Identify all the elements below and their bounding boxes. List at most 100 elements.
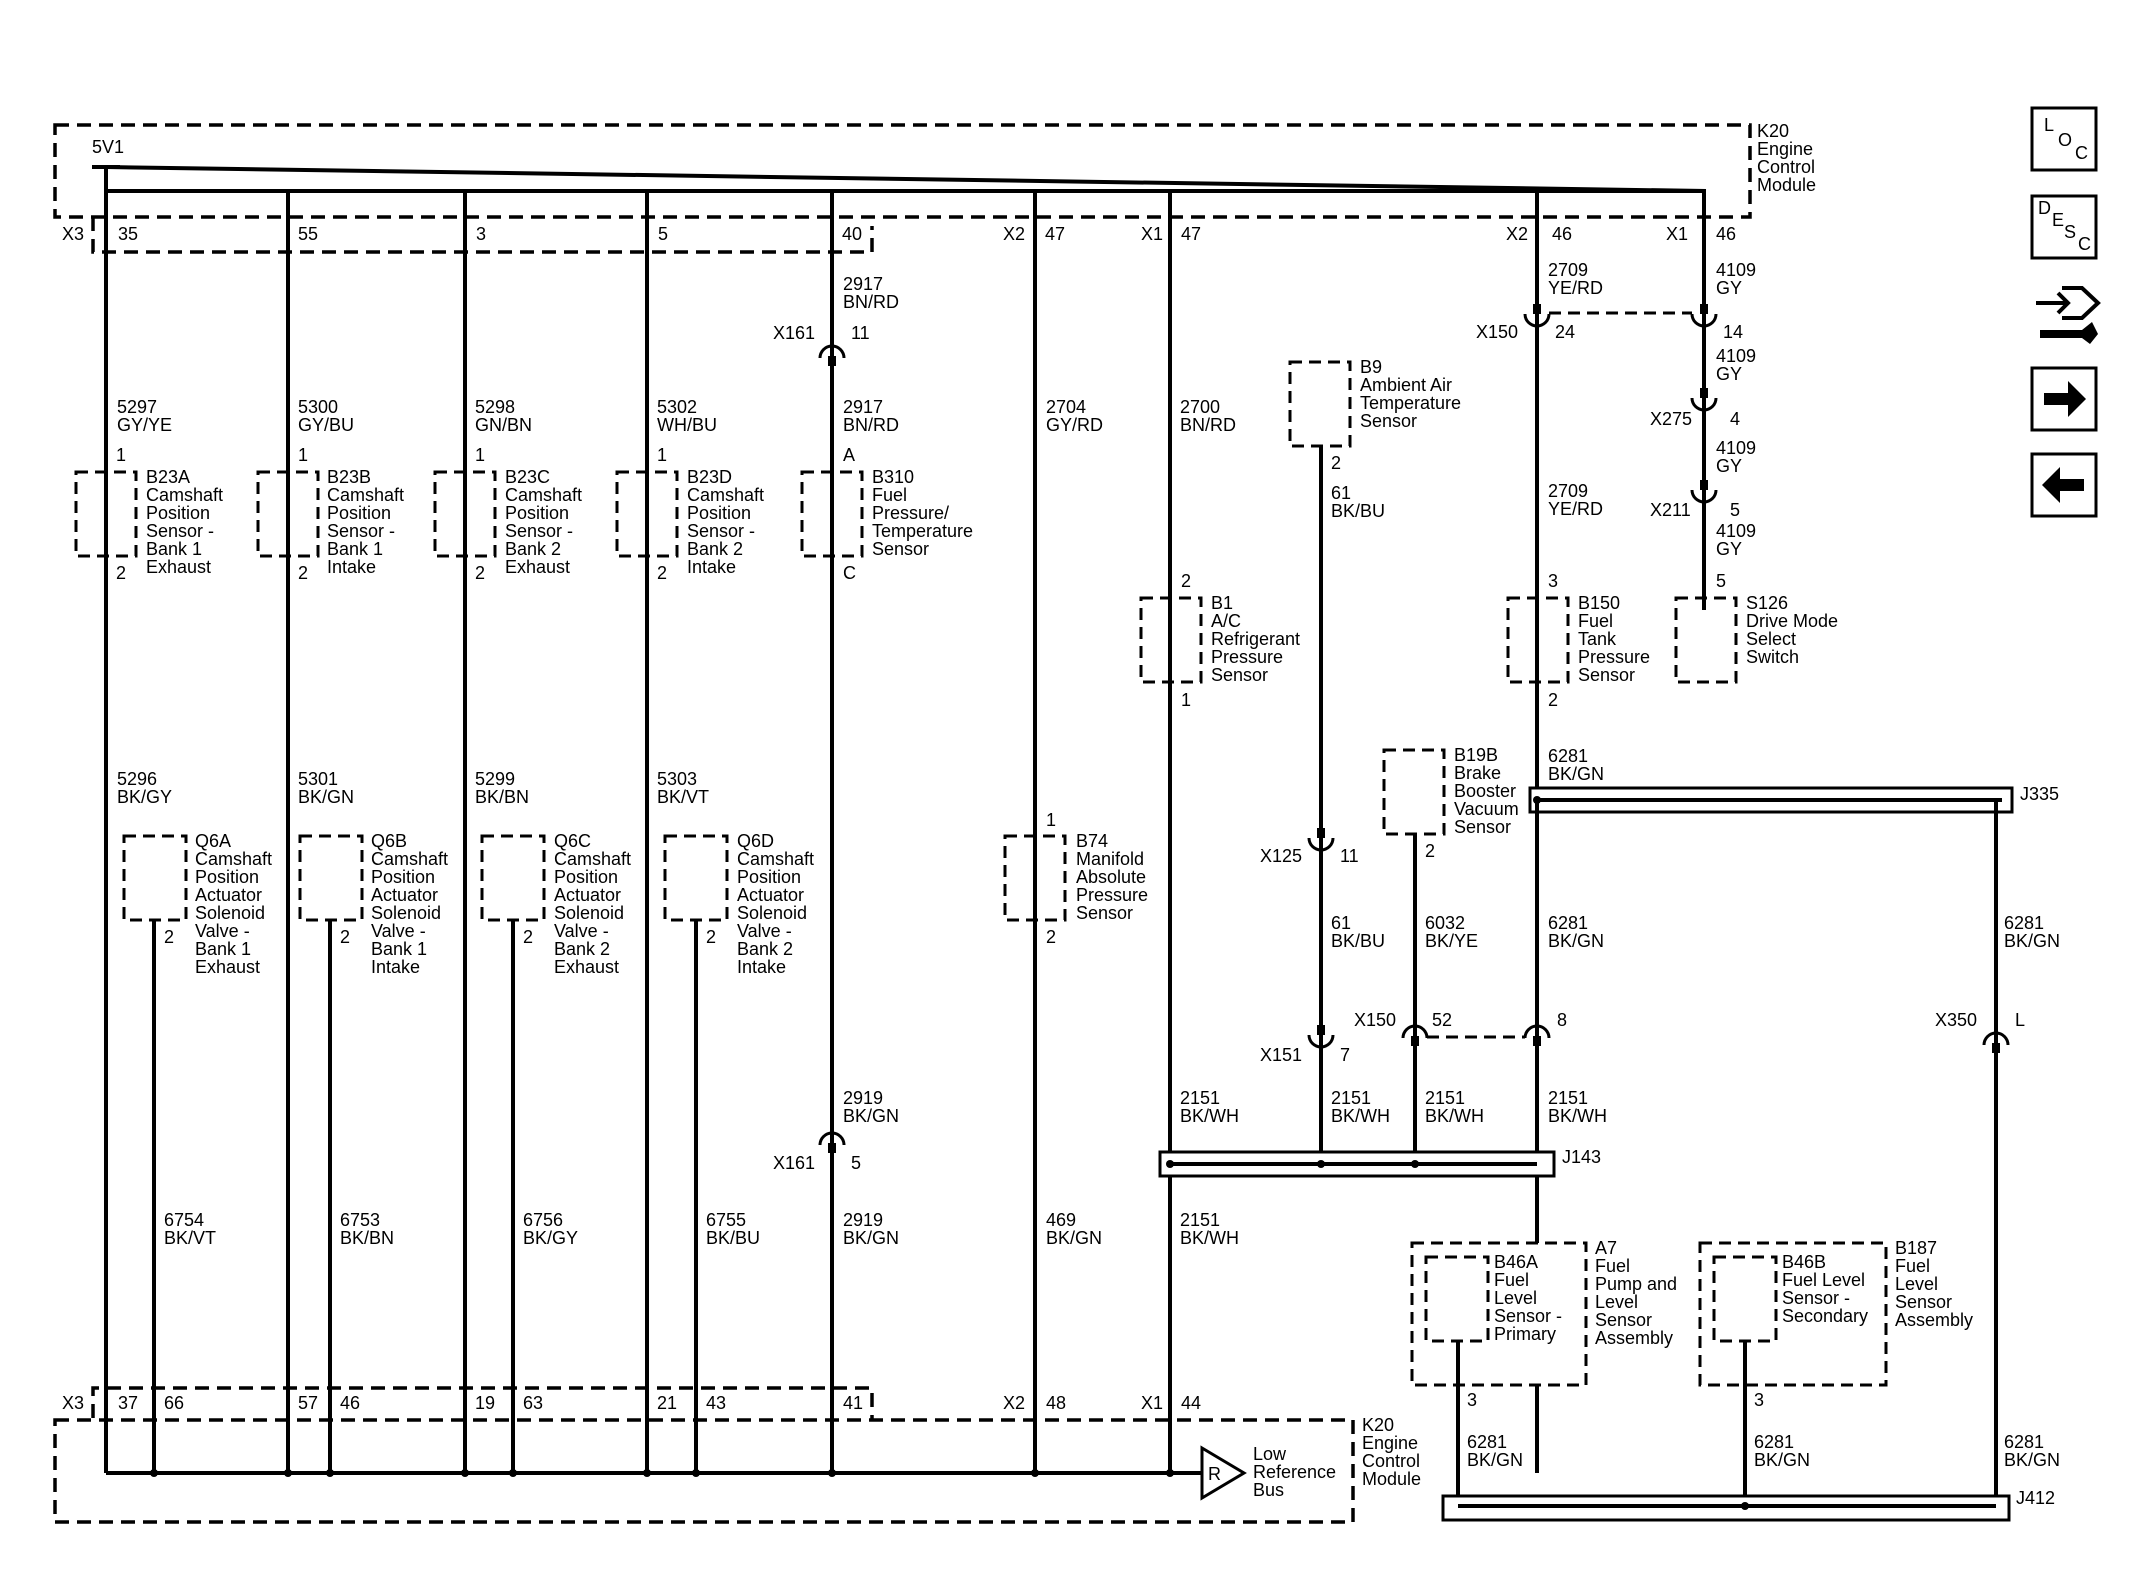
svg-text:8: 8 — [1557, 1010, 1567, 1030]
svg-text:X1: X1 — [1141, 1393, 1163, 1413]
svg-text:3: 3 — [476, 224, 486, 244]
svg-text:X1: X1 — [1666, 224, 1688, 244]
svg-text:X275: X275 — [1650, 409, 1692, 429]
svg-text:5: 5 — [851, 1153, 861, 1173]
svg-text:3: 3 — [1754, 1390, 1764, 1410]
svg-text:X2: X2 — [1506, 224, 1528, 244]
svg-text:7: 7 — [1340, 1045, 1350, 1065]
svg-text:35: 35 — [118, 224, 138, 244]
supply-label: 5V1 — [92, 137, 124, 157]
svg-text:11: 11 — [851, 323, 870, 343]
forward-button[interactable] — [2030, 366, 2098, 432]
desc-button[interactable]: D E S C — [2030, 194, 2098, 260]
svg-text:1: 1 — [116, 445, 126, 465]
svg-text:2: 2 — [1046, 927, 1056, 947]
svg-text:2: 2 — [1425, 841, 1435, 861]
j143-splice: J143 — [1158, 1147, 1601, 1178]
svg-text:C: C — [2075, 143, 2088, 163]
svg-text:24: 24 — [1555, 322, 1575, 342]
svg-text:11: 11 — [1340, 846, 1359, 866]
svg-text:46: 46 — [1552, 224, 1572, 244]
svg-text:4: 4 — [1730, 409, 1740, 429]
svg-text:57: 57 — [298, 1393, 318, 1413]
svg-text:47: 47 — [1045, 224, 1065, 244]
svg-text:L: L — [2015, 1010, 2025, 1030]
svg-text:2: 2 — [523, 927, 533, 947]
svg-text:21: 21 — [657, 1393, 677, 1413]
svg-text:X211: X211 — [1650, 500, 1691, 520]
connector-wrench-icon — [2036, 286, 2101, 320]
svg-text:2: 2 — [164, 927, 174, 947]
svg-text:J335: J335 — [2020, 784, 2059, 804]
svg-text:2: 2 — [657, 563, 667, 583]
svg-text:2: 2 — [340, 927, 350, 947]
connector-tool-button[interactable] — [2036, 286, 2101, 344]
svg-text:2: 2 — [1181, 571, 1191, 591]
loc-button[interactable]: L O C — [2030, 106, 2098, 172]
svg-text:O: O — [2058, 130, 2072, 150]
x3-top-connector-outline — [91, 217, 874, 254]
j412-splice: J412 — [1441, 1488, 2055, 1522]
arrow-left-icon — [2042, 467, 2084, 503]
svg-text:2: 2 — [475, 563, 485, 583]
svg-text:X350: X350 — [1935, 1010, 1977, 1030]
svg-text:41: 41 — [843, 1393, 863, 1413]
svg-text:X161: X161 — [773, 1153, 815, 1173]
svg-text:48: 48 — [1046, 1393, 1066, 1413]
svg-text:X3: X3 — [62, 224, 84, 244]
svg-text:2: 2 — [298, 563, 308, 583]
svg-text:5: 5 — [658, 224, 668, 244]
svg-text:E: E — [2052, 210, 2064, 230]
svg-text:3: 3 — [1548, 571, 1558, 591]
svg-text:44: 44 — [1181, 1393, 1201, 1413]
back-button[interactable] — [2030, 452, 2098, 518]
